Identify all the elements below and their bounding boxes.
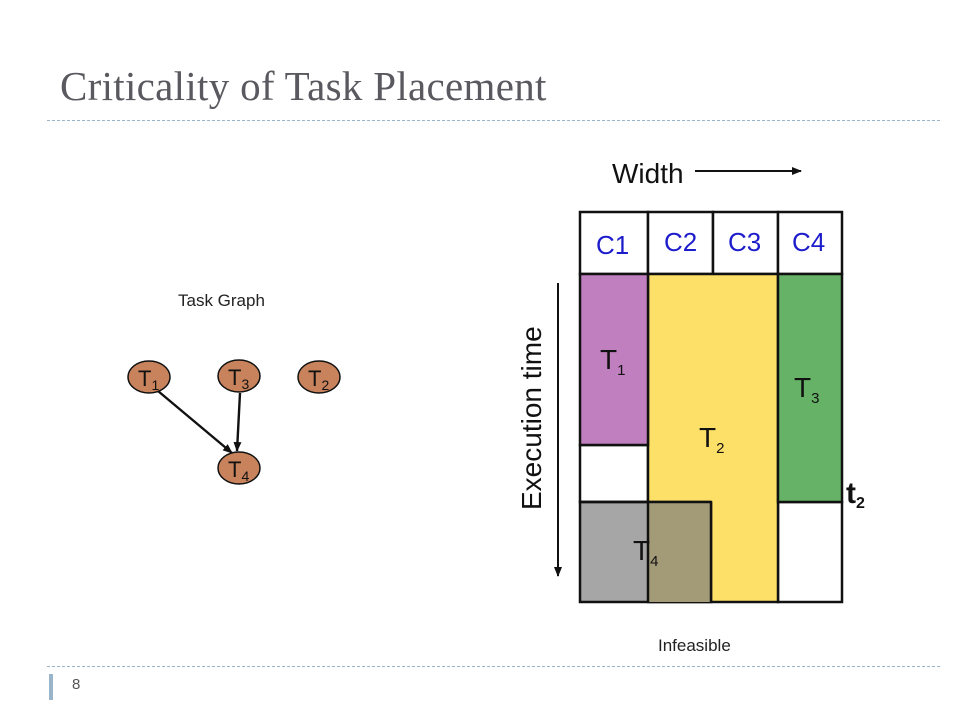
node-t2-label: T (308, 366, 321, 391)
svg-text:T1: T1 (138, 366, 159, 393)
node-t2-subscript: 2 (321, 377, 329, 393)
node-t1-subscript: 1 (151, 377, 159, 393)
edge-t1-t4 (157, 390, 233, 454)
slide-number: 8 (72, 676, 81, 693)
task-label-t3: T3 (794, 372, 819, 407)
node-t4-label: T (228, 457, 241, 482)
node-t2-shape (297, 360, 341, 394)
width-label: Width (612, 158, 684, 189)
column-label-c3: C3 (728, 227, 761, 257)
svg-text:T2: T2 (308, 366, 329, 393)
column-label-c4: C4 (792, 227, 825, 257)
node-t3-label: T (228, 365, 241, 390)
footer-divider (47, 666, 940, 667)
slide-number-marker (49, 674, 53, 700)
deadline-label: t2 (846, 477, 865, 512)
node-t1-shape (127, 360, 171, 394)
empty-cell-c4 (776, 500, 844, 604)
schedule-diagram: Width Execution time C1 C2 C3 C4 T1 (516, 158, 865, 604)
empty-cell-c1 (578, 443, 650, 504)
svg-text:T4: T4 (228, 457, 249, 484)
task-graph: T1 T3 T2 T4 (127, 359, 341, 485)
node-t4-shape (217, 451, 261, 485)
task-block-t3 (776, 272, 844, 504)
node-t1-label: T (138, 366, 151, 391)
column-label-c1: C1 (596, 230, 629, 260)
task-graph-caption: Task Graph (178, 291, 265, 310)
node-t3-subscript: 3 (241, 376, 249, 392)
task-label-t1: T1 (600, 344, 625, 379)
node-t4: T4 (217, 451, 261, 485)
node-t3-shape (217, 359, 261, 393)
node-t2: T2 (297, 360, 341, 394)
node-t4-subscript: 4 (241, 468, 249, 484)
column-header-c4 (776, 210, 844, 276)
execution-time-label: Execution time (516, 326, 547, 510)
task-label-t2: T2 (699, 422, 724, 457)
slide-title: Criticality of Task Placement (60, 63, 547, 109)
column-label-c2: C2 (664, 227, 697, 257)
schedule-caption: Infeasible (658, 636, 731, 655)
title-divider (47, 120, 940, 121)
node-t3: T3 (217, 359, 261, 393)
task-block-t1 (578, 272, 650, 447)
overlap-region (648, 502, 711, 602)
task-label-t4: T4 (633, 535, 658, 570)
node-t1: T1 (127, 360, 171, 394)
svg-text:T3: T3 (228, 365, 249, 392)
edge-t3-t4 (233, 392, 242, 452)
